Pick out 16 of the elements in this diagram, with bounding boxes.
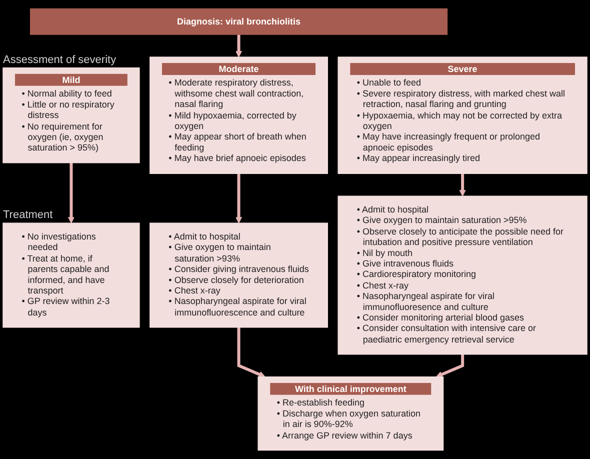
section-label: Treatment: [2, 209, 53, 222]
arrow: [235, 34, 242, 58]
node-box: Diagnosis: viral bronchiolitis: [30, 8, 448, 35]
arrow: [459, 174, 466, 196]
node-box: Severe • Unable to feed • Severe respiratory distress, with marked chest wall retraction, nasal flaring and grunting • Hypoxaemia, which may not be corrected by extra oxygen • May have increasingly frequent or prolonged apnoeic episodes • May appear increasingly tired: [338, 56, 588, 174]
arrow: [237, 327, 266, 378]
node-box: Mild • Normal ability to feed • Little or no respiratory distress • No requirement for oxygen (ie, oxygen saturation > 95%): [2, 67, 140, 164]
node-box: • Admit to hospital • Give oxygen to maintain saturation >93% • Consider giving intravenous fluids • Observe closely for deterioration • Chest x-ray • Nasopharyngeal aspirate for viral immunofluorescence and culture: [150, 222, 328, 328]
arrow: [68, 162, 75, 224]
node-box: Moderate • Moderate respiratory distress, withsome chest wall contraction, nasal flaring • Mild hypoxaemia, corrected by oxygen • May appear short of breath when feeding • May have brief apnoeic episodes: [150, 56, 328, 174]
arrow: [235, 174, 242, 224]
arrow: [436, 354, 464, 378]
node-box: • No investigations needed • Treat at home, if parents capable and informed, and have transport • GP review within 2-3 days: [2, 222, 140, 328]
node-box: • Admit to hospital • Give oxygen to maintain saturation >95% • Observe closely to anticipate the possible need for intubation and positive pressure ventilation • Nil by mouth • Give intravenous fluids • Cardiorespiratory monitoring • Chest x-ray • Nasopharyngeal aspirate for viral immunofluoresence and culture • Consider monitoring arterial blood gases • Consider consultation with intensive care or paediatric emergency retrieval service: [338, 196, 588, 355]
section-label: Assessment of severity: [2, 54, 116, 66]
node-box: With clinical improvement • Re-establish feeding • Discharge when oxygen saturation in air is 90%-92% • Arrange GP review within 7 days: [258, 376, 444, 451]
